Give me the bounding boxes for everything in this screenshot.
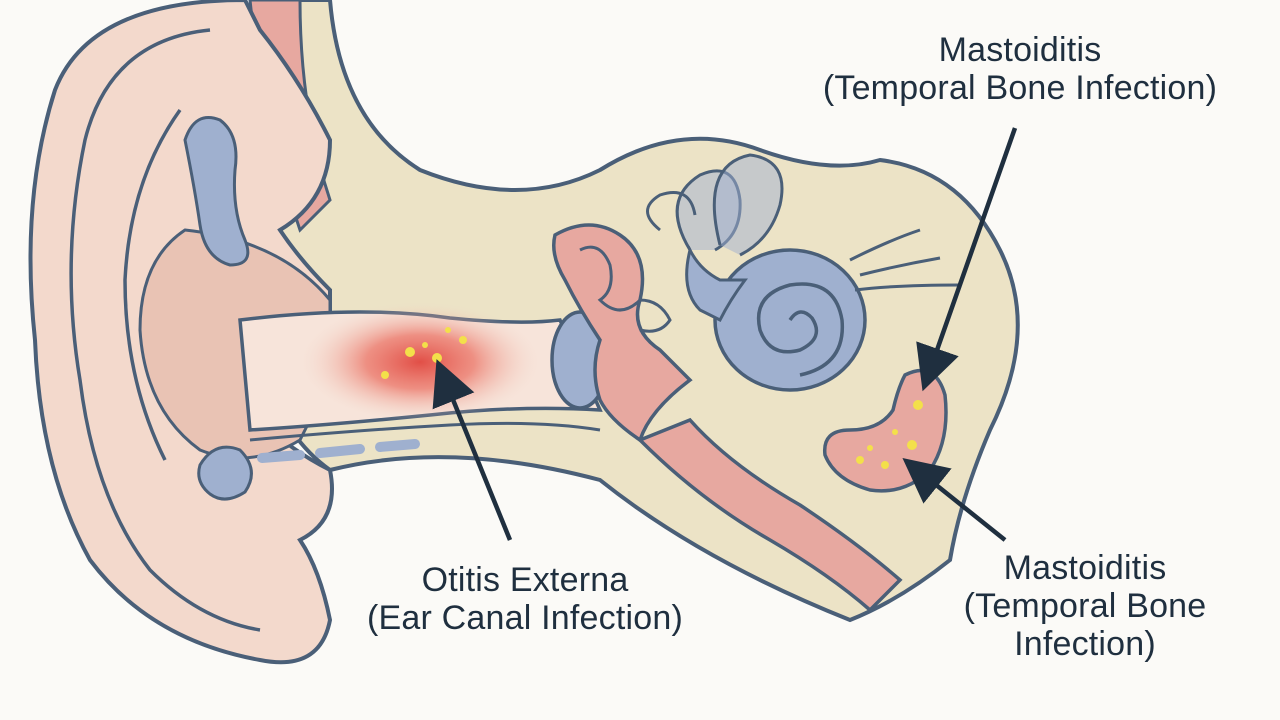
mastoiditis-bottom-label: Mastoiditis (Temporal Bone Infection) — [935, 549, 1235, 663]
canal-lower-wall — [249, 421, 601, 442]
middle-ear — [552, 223, 693, 443]
mastoid-pus-dots — [856, 400, 923, 469]
ear-cartilage-bottom — [197, 445, 253, 501]
canal-dashes — [257, 439, 420, 463]
vestibule — [685, 245, 748, 323]
inflammation-area — [300, 302, 540, 422]
arrow-mastoiditis-bottom — [902, 457, 1007, 542]
mastoiditis-bottom-subtitle-2: Infection) — [1014, 625, 1156, 663]
arrow-otitis-externa — [432, 359, 513, 541]
mastoiditis-top-subtitle: (Temporal Bone Infection) — [822, 69, 1218, 107]
otitis-externa-title: Otitis Externa — [421, 561, 629, 599]
helix-fold — [69, 28, 261, 632]
ear-cartilage-top — [183, 116, 250, 267]
antihelix — [123, 108, 182, 461]
mastoiditis-bottom-subtitle-1: (Temporal Bone — [963, 587, 1207, 625]
arrow-mastoiditis-top — [916, 127, 1018, 392]
canal-pus-dots — [381, 327, 467, 379]
auditory-nerve — [849, 228, 961, 292]
mastoiditis-bottom-title: Mastoiditis — [1003, 549, 1167, 587]
ossicles — [579, 245, 672, 333]
otitis-externa-subtitle: (Ear Canal Infection) — [366, 599, 683, 637]
semicircular-canals — [646, 153, 784, 257]
cochlea — [713, 248, 867, 392]
otitis-externa-label: Otitis Externa (Ear Canal Infection) — [330, 561, 720, 637]
eustachian-tube — [636, 417, 903, 613]
mastoiditis-top-title: Mastoiditis — [938, 31, 1102, 69]
mastoiditis-top-label: Mastoiditis (Temporal Bone Infection) — [780, 31, 1260, 107]
